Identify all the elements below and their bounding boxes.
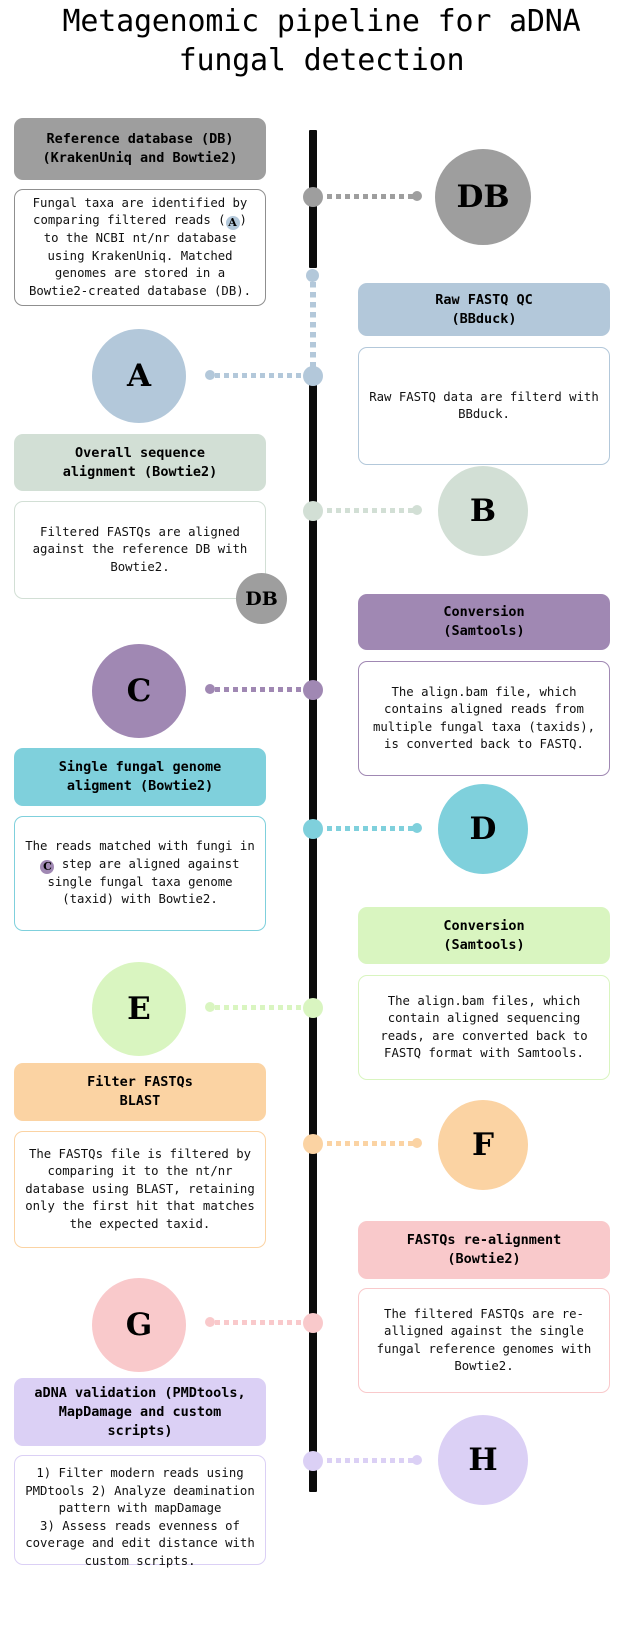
step-desc-h-text: 1) Filter modern reads using PMDtools 2)… — [25, 1466, 255, 1568]
step-header-g-label: FASTQs re-alignment (Bowtie2) — [406, 1232, 562, 1267]
step-header-db[interactable]: Reference database (DB) (KrakenUniq and … — [14, 118, 266, 180]
step-desc-f-text: The FASTQs file is filtered by comparing… — [25, 1146, 255, 1231]
connector-end-h — [412, 1455, 422, 1465]
step-header-d-label: Single fungal genome aligment (Bowtie2) — [58, 759, 222, 794]
marker-label-c: C — [126, 673, 152, 709]
step-desc-d: The reads matched with fungi in C step a… — [14, 816, 266, 931]
marker-label-h: H — [468, 1442, 498, 1478]
marker-circle-b[interactable]: B — [438, 466, 528, 556]
step-header-f[interactable]: Filter FASTQs BLAST — [14, 1063, 266, 1121]
page-title: Metagenomic pipeline for aDNA fungal det… — [62, 4, 581, 78]
timeline-node-a[interactable] — [303, 366, 323, 386]
step-desc-e-text: The align.bam files, which contain align… — [380, 993, 588, 1061]
connector-c — [215, 687, 310, 692]
step-desc-c-text: The align.bam file, which contains align… — [372, 684, 596, 752]
step-header-e[interactable]: Conversion (Samtools) — [358, 907, 610, 964]
step-header-h-label: aDNA validation (PMDtools, MapDamage and… — [34, 1384, 246, 1439]
timeline-spine-lower — [309, 375, 317, 1492]
marker-label-db: DB — [456, 179, 510, 215]
marker-label-e: E — [127, 991, 151, 1027]
marker-circle-e[interactable]: E — [92, 962, 186, 1056]
badge-label-db-inline: DB — [245, 587, 278, 610]
connector-e — [215, 1005, 310, 1010]
step-desc-db: Fungal taxa are identified by comparing … — [14, 189, 266, 306]
marker-circle-db[interactable]: DB — [435, 149, 531, 245]
connector-end-a — [205, 370, 215, 380]
step-header-h[interactable]: aDNA validation (PMDtools, MapDamage and… — [14, 1378, 266, 1446]
step-header-a-label: Raw FASTQ QC (BBduck) — [435, 291, 533, 327]
step-header-c[interactable]: Conversion (Samtools) — [358, 594, 610, 650]
timeline-node-g[interactable] — [303, 1313, 323, 1333]
connector-d — [327, 826, 419, 831]
timeline-spine-dotted-gap — [310, 272, 316, 370]
connector-end-d — [412, 823, 422, 833]
step-desc-g: The filtered FASTQs are re-alligned agai… — [358, 1288, 610, 1393]
step-desc-db-text: Fungal taxa are identified by comparing … — [28, 195, 252, 298]
step-header-db-label: Reference database (DB) (KrakenUniq and … — [42, 131, 238, 166]
marker-circle-h[interactable]: H — [438, 1415, 528, 1505]
connector-end-db — [412, 191, 422, 201]
step-desc-c: The align.bam file, which contains align… — [358, 661, 610, 776]
step-desc-b-text: Filtered FASTQs are aligned against the … — [32, 524, 248, 574]
step-desc-a: Raw FASTQ data are filterd with BBduck. — [358, 347, 610, 465]
timeline-node-h[interactable] — [303, 1451, 323, 1471]
step-header-f-label: Filter FASTQs BLAST — [87, 1074, 193, 1109]
connector-end-e — [205, 1002, 215, 1012]
timeline-node-db[interactable] — [303, 187, 323, 207]
connector-end-b — [412, 505, 422, 515]
marker-circle-f[interactable]: F — [438, 1100, 528, 1190]
marker-circle-d[interactable]: D — [438, 784, 528, 874]
step-desc-g-text: The filtered FASTQs are re-alligned agai… — [376, 1306, 592, 1374]
connector-h — [327, 1458, 419, 1463]
connector-end-g — [205, 1317, 215, 1327]
connector-a — [215, 373, 310, 378]
connector-end-c — [205, 684, 215, 694]
timeline-node-d[interactable] — [303, 819, 323, 839]
marker-circle-c[interactable]: C — [92, 644, 186, 738]
timeline-node-b[interactable] — [303, 501, 323, 521]
step-desc-b: Filtered FASTQs are aligned against the … — [14, 501, 266, 599]
timeline-node-c[interactable] — [303, 680, 323, 700]
marker-label-d: D — [469, 811, 497, 847]
step-header-e-label: Conversion (Samtools) — [443, 917, 525, 953]
badge-circle-db-inline[interactable]: DB — [236, 573, 287, 624]
inline-marker-a: A — [225, 216, 240, 231]
inline-marker-c: C — [40, 859, 55, 874]
step-header-d[interactable]: Single fungal genome aligment (Bowtie2) — [14, 748, 266, 806]
connector-f — [327, 1141, 419, 1146]
marker-circle-a[interactable]: A — [92, 329, 186, 423]
step-desc-d-text: The reads matched with fungi in C step a… — [25, 839, 255, 907]
connector-db — [327, 194, 419, 199]
step-desc-e: The align.bam files, which contain align… — [358, 975, 610, 1080]
step-desc-a-text: Raw FASTQ data are filterd with BBduck. — [369, 389, 599, 422]
step-desc-f: The FASTQs file is filtered by comparing… — [14, 1131, 266, 1248]
connector-b — [327, 508, 419, 513]
step-desc-h: 1) Filter modern reads using PMDtools 2)… — [14, 1455, 266, 1568]
step-header-b-label: Overall sequence alignment (Bowtie2) — [62, 444, 218, 480]
marker-label-f: F — [471, 1127, 494, 1163]
marker-label-a: A — [126, 358, 152, 394]
timeline-node-e[interactable] — [303, 998, 323, 1018]
connector-end-f — [412, 1138, 422, 1148]
step-header-c-label: Conversion (Samtools) — [443, 604, 525, 639]
step-header-b[interactable]: Overall sequence alignment (Bowtie2) — [14, 434, 266, 491]
marker-circle-g[interactable]: G — [92, 1278, 186, 1372]
connector-g — [215, 1320, 310, 1325]
marker-label-g: G — [125, 1307, 153, 1343]
timeline-node-f[interactable] — [303, 1134, 323, 1154]
marker-label-b: B — [469, 493, 497, 529]
step-header-a[interactable]: Raw FASTQ QC (BBduck) — [358, 283, 610, 336]
timeline-gap-dot-top — [306, 269, 319, 282]
step-header-g[interactable]: FASTQs re-alignment (Bowtie2) — [358, 1221, 610, 1279]
